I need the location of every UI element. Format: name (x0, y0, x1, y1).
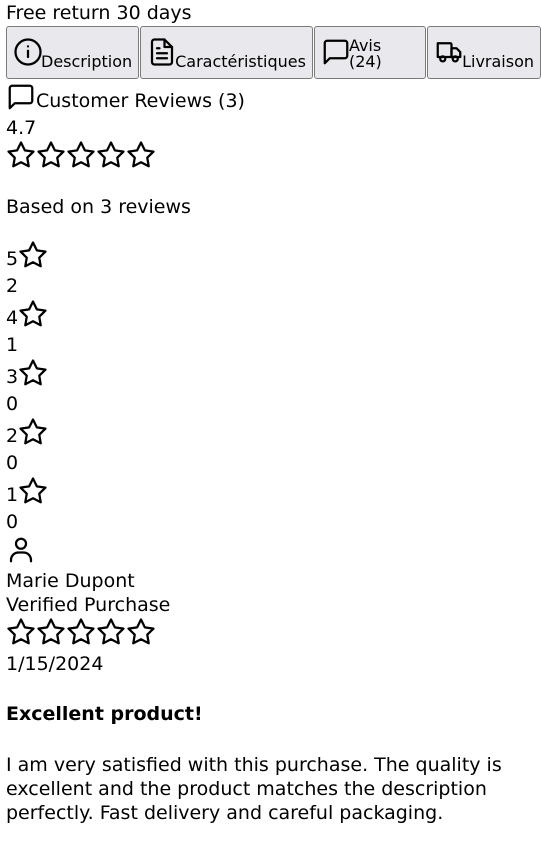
review-rating-stars (6, 617, 156, 647)
star-outline-icon (126, 140, 156, 170)
star-outline-icon (6, 617, 36, 647)
product-tabs: Description Caractéristiques Avis (24) (6, 26, 541, 79)
star-outline-icon (18, 240, 48, 270)
rating-level-3: 3 (6, 358, 48, 388)
rating-level-count: 1 (6, 334, 19, 356)
reviews-heading-text: Customer Reviews (3) (36, 90, 245, 112)
rating-level-4: 4 (6, 299, 48, 329)
rating-level-number: 2 (6, 425, 19, 447)
rating-level-count: 0 (6, 452, 19, 474)
chat-bubble-icon (321, 37, 351, 67)
rating-level-1: 1 (6, 476, 48, 506)
info-icon (13, 37, 43, 67)
tab-characteristics[interactable]: Caractéristiques (140, 26, 313, 79)
star-outline-icon (96, 617, 126, 647)
truck-icon (434, 37, 464, 67)
chat-bubble-icon (6, 82, 36, 112)
reviews-heading: Customer Reviews (3) (6, 82, 245, 112)
review-body: I am very satisfied with this purchase. … (6, 754, 502, 824)
rating-level-number: 1 (6, 484, 19, 506)
tab-description-label: Description (41, 52, 133, 71)
tab-delivery[interactable]: Livraison (427, 26, 541, 79)
tab-reviews[interactable]: Avis (24) (313, 26, 427, 79)
rating-level-2: 2 (6, 417, 48, 447)
star-outline-icon (6, 140, 36, 170)
star-outline-icon (126, 617, 156, 647)
tab-description[interactable]: Description (6, 26, 140, 79)
star-outline-icon (66, 617, 96, 647)
tab-reviews-label: Avis (24) (348, 36, 382, 71)
star-outline-icon (66, 140, 96, 170)
star-outline-icon (18, 358, 48, 388)
rating-level-5: 5 (6, 240, 48, 270)
document-icon (147, 37, 177, 67)
average-rating-value: 4.7 (6, 117, 37, 139)
review-title: Excellent product! (6, 703, 203, 725)
rating-level-count: 0 (6, 511, 19, 533)
user-icon (6, 535, 36, 565)
rating-level-number: 3 (6, 366, 19, 388)
return-policy-text: Free return 30 days (6, 2, 192, 24)
review-count-text: Based on 3 reviews (6, 196, 191, 218)
rating-level-number: 5 (6, 248, 19, 270)
star-outline-icon (18, 299, 48, 329)
star-outline-icon (18, 417, 48, 447)
star-outline-icon (96, 140, 126, 170)
reviewer-name: Marie Dupont (6, 570, 135, 592)
rating-level-number: 4 (6, 307, 19, 329)
star-outline-icon (36, 140, 66, 170)
star-outline-icon (18, 476, 48, 506)
verified-purchase-badge: Verified Purchase (6, 594, 171, 616)
tab-characteristics-label: Caractéristiques (175, 52, 306, 71)
review-date: 1/15/2024 (6, 653, 104, 675)
star-outline-icon (36, 617, 66, 647)
rating-level-count: 0 (6, 393, 19, 415)
average-rating-stars (6, 140, 156, 170)
rating-level-count: 2 (6, 275, 19, 297)
tab-delivery-label: Livraison (462, 52, 534, 71)
